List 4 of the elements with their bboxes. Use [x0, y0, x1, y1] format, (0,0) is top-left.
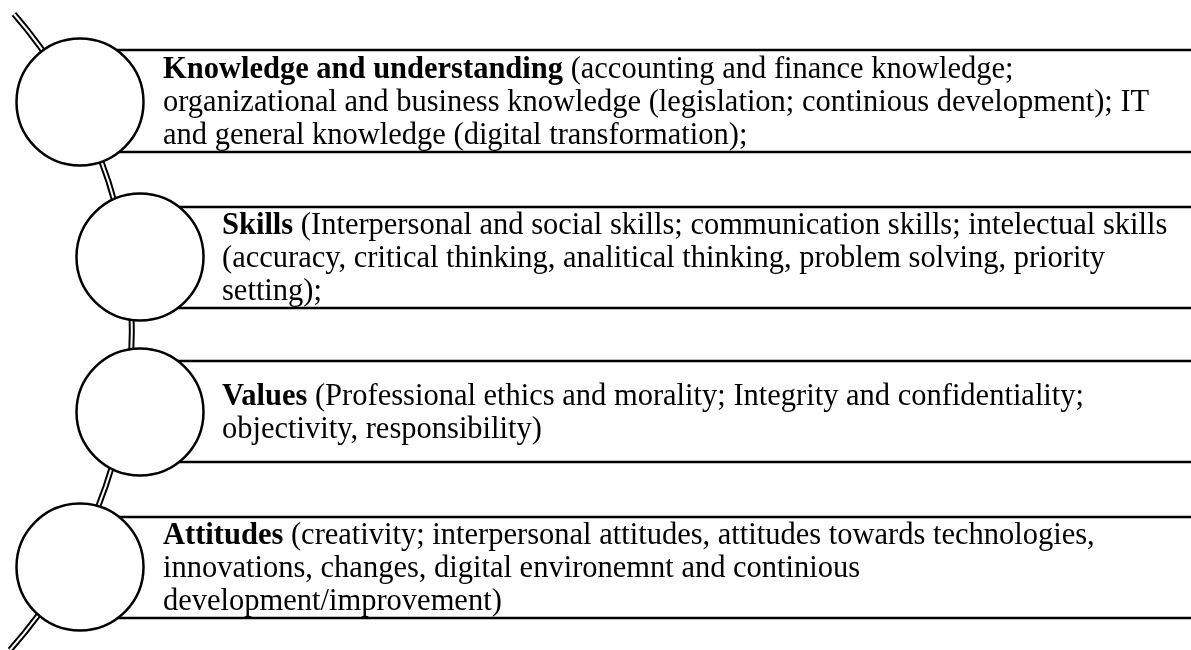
- item-description: Knowledge and understanding (accounting and finance knowledge; organizational and business knowledge (legislation; continious development); IT and general knowledge (digital transformation);: [163, 51, 1150, 151]
- item-description: Values (Professional ethics and morality; Integrity and confidentiality; objectivity, responsibility): [222, 378, 1086, 445]
- item-description: Attitudes (creativity; interpersonal attitudes, attitudes towards technologies, innovations, changes, digital environemnt and continious development/improvement): [163, 518, 1096, 617]
- item-description: Skills (Interpersonal and social skills; communication skills; intelectual skills (accuracy, critical thinking, analitical thinking, problem solving, priority setting);: [222, 208, 1169, 307]
